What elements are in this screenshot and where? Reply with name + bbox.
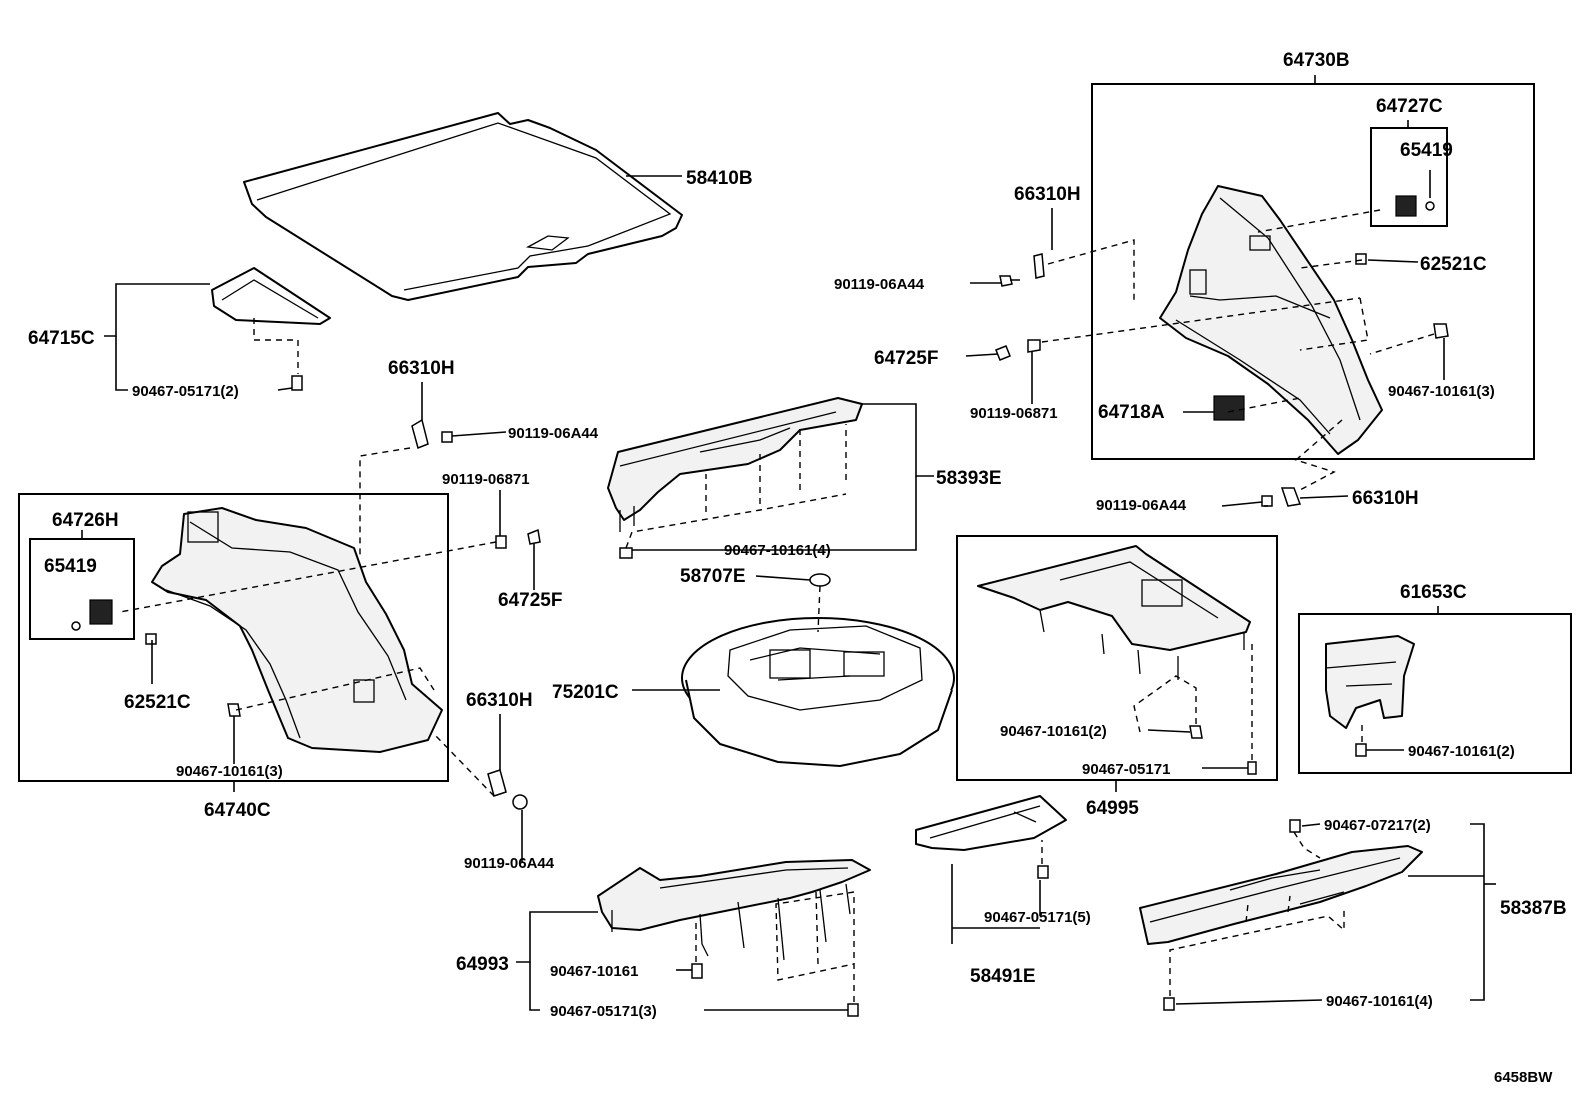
screw-90119-06A44-r2 xyxy=(1261,495,1273,507)
box-64995 xyxy=(956,535,1278,781)
clip-90467-05171-64995 xyxy=(1247,761,1257,775)
label-65419-l: 65419 xyxy=(44,556,97,577)
lower-panel-64993 xyxy=(597,859,871,961)
label-62521C-r: 62521C xyxy=(1420,254,1487,275)
rear-trim-58393E xyxy=(607,397,863,532)
label-90467-10161-2-a: 90467-10161(2) xyxy=(1000,723,1107,740)
label-90467-10161-3-l: 90467-10161(3) xyxy=(176,763,283,780)
label-64995: 64995 xyxy=(1086,798,1139,819)
clip-90467-10161-58387B xyxy=(1163,997,1175,1011)
label-64715C: 64715C xyxy=(28,328,95,349)
label-75201C: 75201C xyxy=(552,682,619,703)
plug-58707E xyxy=(809,573,831,587)
label-90467-05171: 90467-05171 xyxy=(1082,761,1170,778)
box-64730B xyxy=(1091,83,1535,460)
side-trim-64740C xyxy=(151,507,443,753)
clip-58393E xyxy=(619,547,633,559)
grille-64718A xyxy=(1213,395,1245,421)
label-90119-06871-l: 90119-06871 xyxy=(442,471,530,488)
label-90119-06A44-tr: 90119-06A44 xyxy=(834,276,925,293)
clip-90467-10161-61653C xyxy=(1355,743,1367,757)
label-58393E: 58393E xyxy=(936,468,1002,489)
clip-90467-10161-r xyxy=(1433,323,1449,339)
part-labels: 64730B 64727C 65419 58410B 66310H 90119-… xyxy=(28,50,1567,1086)
label-64730B: 64730B xyxy=(1283,50,1350,71)
clip-90467-10161-64993 xyxy=(691,963,703,979)
label-58491E: 58491E xyxy=(970,966,1036,987)
label-90467-07217-2: 90467-07217(2) xyxy=(1324,817,1431,834)
nut-65419-l xyxy=(71,621,81,631)
label-62521C-l: 62521C xyxy=(124,692,191,713)
label-64718A: 64718A xyxy=(1098,402,1165,423)
screw-90119-06871-l xyxy=(495,535,507,549)
label-61653C: 61653C xyxy=(1400,582,1467,603)
cover-64715C xyxy=(211,267,331,325)
screw-90119-06A44-b xyxy=(512,794,528,810)
label-90467-10161-2-b: 90467-10161(2) xyxy=(1408,743,1515,760)
clip-62521C-l xyxy=(145,633,157,645)
deck-board-58410B xyxy=(243,112,683,301)
side-trim-64730B xyxy=(1159,185,1383,455)
clip-65419-l xyxy=(89,599,113,625)
label-90467-05171-3: 90467-05171(3) xyxy=(550,1003,657,1020)
label-66310H-m: 66310H xyxy=(388,358,455,379)
clip-90467-10161-64995 xyxy=(1189,725,1203,739)
clip-66310H-b xyxy=(487,769,507,797)
leader-lines xyxy=(81,75,1496,1011)
clip-90467-05171-64993 xyxy=(847,1003,859,1017)
screw-90119-06871-r xyxy=(1027,339,1041,353)
label-64727C: 64727C xyxy=(1376,96,1443,117)
label-90119-06871-r: 90119-06871 xyxy=(970,405,1058,422)
clip-66310H-r2 xyxy=(1280,487,1302,507)
label-66310H-tr: 66310H xyxy=(1014,184,1081,205)
clip-62521C-r xyxy=(1355,253,1367,265)
label-90467-10161: 90467-10161 xyxy=(550,963,638,980)
cover-58491E xyxy=(915,795,1067,851)
tray-64995 xyxy=(977,545,1251,680)
label-90467-10161-4-a: 90467-10161(4) xyxy=(724,542,831,559)
clip-64725F-r xyxy=(995,345,1011,361)
clip-66310H-m xyxy=(411,418,429,450)
clip-65419-r xyxy=(1395,195,1417,217)
box-64727C xyxy=(1370,127,1448,227)
label-90119-06A44-m: 90119-06A44 xyxy=(508,425,599,442)
diagram-code: 6458BW xyxy=(1494,1069,1553,1086)
label-58410B: 58410B xyxy=(686,168,753,189)
screw-90119-06A44-m xyxy=(441,431,453,443)
clip-64725F-l xyxy=(527,528,541,545)
box-61653C xyxy=(1298,613,1572,774)
clip-90467-05171-64715C xyxy=(291,375,303,391)
fasteners xyxy=(71,195,1449,1017)
label-58707E: 58707E xyxy=(680,566,746,587)
label-66310H-b: 66310H xyxy=(466,690,533,711)
label-90467-10161-3-r: 90467-10161(3) xyxy=(1388,383,1495,400)
label-90119-06A44-r2: 90119-06A44 xyxy=(1096,497,1187,514)
label-90467-05171-2: 90467-05171(2) xyxy=(132,383,239,400)
nut-65419-r xyxy=(1425,201,1435,211)
label-90467-10161-4-b: 90467-10161(4) xyxy=(1326,993,1433,1010)
label-66310H-r2: 66310H xyxy=(1352,488,1419,509)
spare-tray-75201C xyxy=(681,617,955,767)
clip-66310H-tr xyxy=(1033,253,1045,279)
clip-90467-07217 xyxy=(1289,819,1301,833)
label-90467-05171-5: 90467-05171(5) xyxy=(984,909,1091,926)
clip-90467-10161-l xyxy=(227,703,241,717)
label-65419-r: 65419 xyxy=(1400,140,1453,161)
screw-90119-06A44-tr xyxy=(999,275,1020,287)
label-58387B: 58387B xyxy=(1500,898,1567,919)
label-64726H: 64726H xyxy=(52,510,119,531)
label-90119-06A44-b: 90119-06A44 xyxy=(464,855,555,872)
lower-trim-58387B xyxy=(1139,845,1423,945)
label-64740C: 64740C xyxy=(204,800,271,821)
label-64725F-r: 64725F xyxy=(874,348,938,369)
bracket-61653C xyxy=(1325,635,1415,729)
label-64993: 64993 xyxy=(456,954,509,975)
box-64726H xyxy=(29,538,135,640)
label-64725F-l: 64725F xyxy=(498,590,562,611)
clip-90467-05171-58491E xyxy=(1037,865,1049,879)
assembly-lines xyxy=(119,209,1435,1002)
